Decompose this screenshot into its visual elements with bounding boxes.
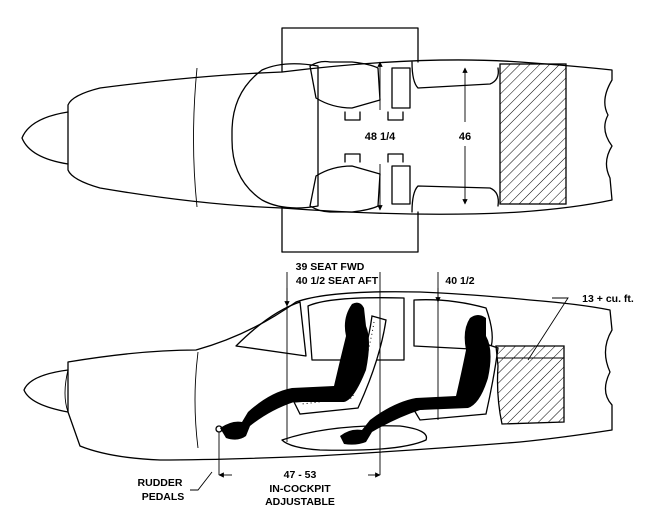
side-spinner [23, 369, 69, 413]
top-spinner [21, 111, 69, 165]
side-view: 39 SEAT FWD 40 1/2 SEAT AFT 40 1/2 13 + … [23, 261, 634, 508]
shoulder-width-label: 46 [459, 131, 471, 143]
legroom-label-2: IN-COCKPIT [269, 483, 331, 495]
side-front-window [307, 297, 405, 361]
top-front-seat-left [309, 60, 381, 109]
top-fuselage-outline [67, 61, 283, 253]
top-rear-seat-right [411, 185, 499, 213]
passenger-silhouette [340, 315, 491, 445]
side-wing [281, 425, 428, 451]
rudder-leader [190, 471, 213, 491]
top-firewall-line [193, 67, 198, 208]
top-front-seat-right [309, 165, 381, 213]
side-cowl-line [64, 351, 199, 449]
side-fuselage-outline [67, 291, 613, 461]
top-canopy [231, 63, 319, 209]
top-wing-root [281, 27, 419, 253]
top-view: 48 1/4 46 [21, 27, 613, 253]
baggage-label: 13 + cu. ft. [582, 293, 634, 305]
side-windshield [235, 301, 307, 357]
top-center-box [391, 67, 411, 205]
headroom-rear-label: 40 1/2 [445, 275, 474, 287]
top-seat-tabs-lower [344, 153, 404, 163]
top-baggage-area [499, 63, 567, 205]
rudder-label-1: RUDDER [138, 477, 183, 489]
cabin-width-label: 48 1/4 [365, 131, 396, 143]
top-fuselage-rear [281, 59, 613, 215]
headroom-front-label-1: 39 SEAT FWD [296, 261, 365, 273]
baggage-area [495, 345, 565, 425]
rudder-label-2: PEDALS [142, 491, 185, 503]
legroom-label-1: 47 - 53 [284, 469, 317, 481]
pilot-silhouette [220, 302, 369, 440]
legroom-label-3: ADJUSTABLE [265, 496, 335, 508]
top-seat-tabs-upper [344, 111, 404, 121]
headroom-front-label-2: 40 1/2 SEAT AFT [296, 275, 379, 287]
baggage-leader [527, 297, 569, 361]
top-rear-seat-left [411, 61, 499, 89]
